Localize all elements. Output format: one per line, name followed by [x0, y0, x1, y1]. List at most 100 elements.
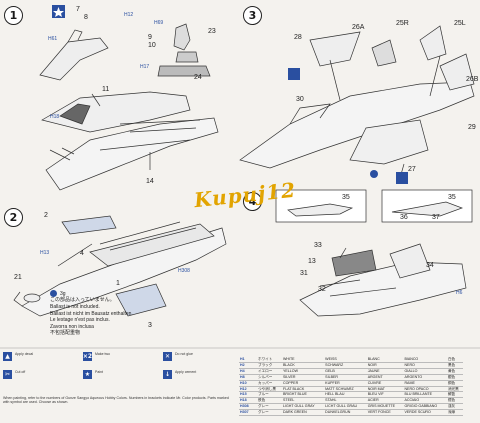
part-label: 23 [208, 28, 216, 35]
part-label: 27 [408, 166, 416, 173]
color-cell-jp: 鉄色 [257, 397, 282, 405]
color-cell-cn: 黑色 [446, 362, 463, 369]
color-cell-code: H307 [239, 409, 257, 417]
color-cell-cn: 淺灰 [446, 403, 463, 411]
color-cell-jp: カッパー [257, 380, 282, 387]
part-label: 13 [308, 258, 316, 265]
color-cell-fr: NOIR [366, 362, 404, 369]
part-label: 29 [468, 124, 476, 131]
ballast-line: Zavorra non inclusa [50, 323, 94, 330]
part-label: 26A [352, 24, 365, 31]
color-cell-cn: 白色 [446, 357, 463, 363]
color-cell-fr: CUIVRE [366, 380, 404, 387]
part-label: 9 [148, 34, 152, 41]
color-cell-jp: ブルー [257, 391, 282, 399]
color-cell-en: LIGHT GULL GRAY [282, 403, 325, 411]
legend-text: Apply cement [175, 370, 197, 374]
ballast-line: Le lestage n'est pas inclus. [50, 317, 110, 324]
paint-callout: H61 [48, 36, 58, 42]
part-label: 2 [44, 212, 48, 219]
part-label: 26B [466, 76, 479, 83]
color-cell-en: WHITE [282, 357, 325, 363]
color-cell-de: SCHWARZ [324, 362, 367, 369]
color-cell-cn: 黄色 [446, 368, 463, 375]
part-label: 10 [148, 42, 156, 49]
part-label: 36 [400, 214, 408, 221]
part-label: 33 [314, 242, 322, 249]
color-cell-code: H18 [239, 397, 257, 405]
color-cell-en: COPPER [282, 380, 325, 387]
color-cell-de: KUPFER [324, 380, 367, 387]
color-cell-code: H8 [239, 374, 257, 381]
step4-drawing [299, 243, 467, 317]
color-cell-fr: BLANC [366, 357, 404, 363]
color-cell-de: STAHL [324, 397, 367, 405]
step1-drawing [39, 23, 219, 191]
legend-text: Make two [95, 352, 110, 356]
legend-key: ✂ [3, 370, 12, 379]
color-cell-jp: グレー [257, 403, 282, 411]
color-cell-code: H12 [239, 386, 257, 393]
legend-key: ×2 [82, 352, 93, 361]
part-label: 24 [194, 74, 202, 81]
color-cell-it: BIANCO [403, 357, 447, 363]
color-cell-de: GELB [324, 368, 367, 375]
color-cell-en: BLACK [282, 362, 325, 369]
color-cell-en: STEEL [282, 397, 325, 405]
step-number-1: 1 [4, 6, 23, 25]
paint-callout: H17 [140, 64, 150, 70]
part-label: 21 [14, 274, 22, 281]
paint-callout: H12 [124, 12, 134, 18]
color-cell-it: NERO OPACO [403, 386, 447, 393]
legend-key: ▲ [3, 352, 12, 361]
color-cell-cn: 消光黑 [446, 386, 463, 393]
color-cell-de: HELL BLAU [324, 391, 367, 399]
color-cell-jp: シルバー [257, 374, 282, 381]
part-label: 4 [80, 250, 84, 257]
color-cell-it: RAME [403, 380, 447, 387]
color-cell-it: GIALLO [403, 368, 447, 375]
color-cell-en: BRIGHT BLUE [282, 391, 325, 399]
color-cell-it: GRIGIO GABBIANO [403, 403, 447, 411]
color-cell-jp: ホワイト [257, 357, 282, 363]
part-label: 35 [342, 194, 350, 201]
ballast-weight: 3g [60, 290, 66, 297]
step-number-2: 2 [4, 208, 23, 227]
paint-callout: H18 [50, 114, 60, 120]
legend-item: ✕ Do not glue [163, 352, 241, 361]
legend-text: Apply decal [15, 352, 34, 356]
legend-key: ★ [83, 370, 92, 379]
color-cell-en: FLAT BLACK [282, 386, 325, 393]
decal-marker-icon [370, 170, 378, 178]
color-cell-jp: ブラック [257, 362, 282, 369]
part-label: 8 [84, 14, 88, 21]
ballast-line: この部品は入っていません。 [50, 297, 115, 304]
paint-callout: H69 [154, 20, 164, 26]
ballast-line: 不包括配重物 [50, 330, 81, 337]
ballast-line: Ballast ist nicht im Bausatz enthalten. [50, 310, 133, 317]
legend-item: ★ Paint [83, 370, 161, 379]
legend-text: Do not glue [175, 352, 193, 356]
part-label: 25L [454, 20, 466, 27]
legend-item: ▲ Apply decal [3, 352, 81, 361]
color-cell-code: H4 [239, 368, 257, 375]
color-cell-cn: 鮮藍 [446, 391, 463, 399]
color-cell-it: BLU BRILLANTE [403, 391, 447, 399]
part-label: 7 [76, 6, 80, 13]
legend-item: ↓ Apply cement [163, 370, 241, 379]
color-cell-fr: NOIR MAT [366, 386, 404, 393]
color-cell-code: H1 [239, 357, 257, 363]
color-cell-it: NERO [403, 362, 447, 369]
part-label: 31 [300, 270, 308, 277]
paint-callout: H308 [178, 268, 190, 274]
